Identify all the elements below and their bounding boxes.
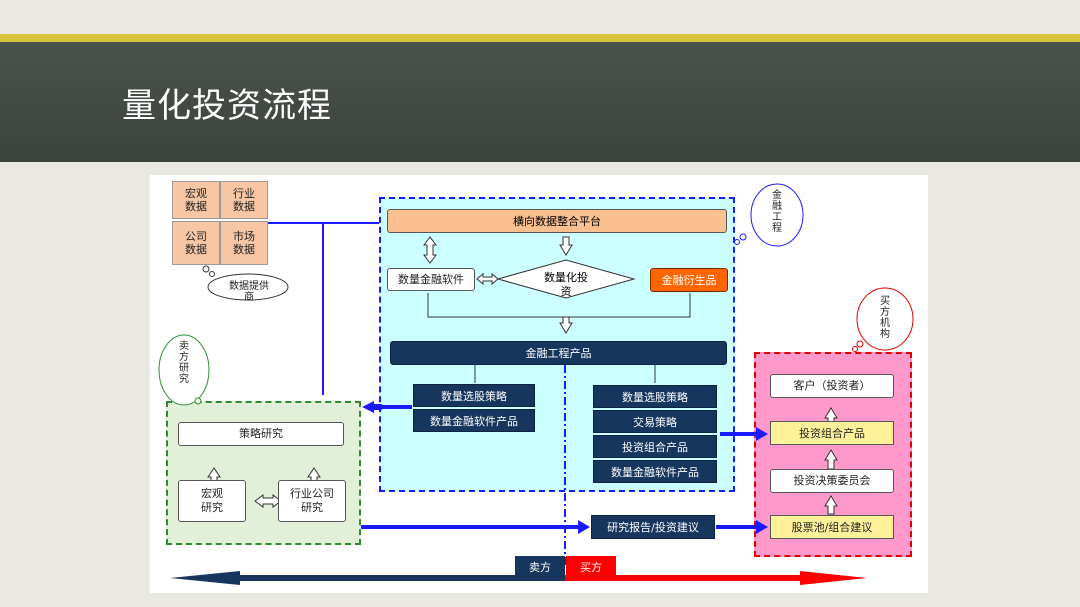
platform-software-arrow xyxy=(423,236,437,264)
to-portfolio-arrow xyxy=(756,427,768,441)
market-data-cell: 市场 数据 xyxy=(220,221,268,265)
platform-quant-arrow xyxy=(559,236,573,256)
software-quant-arrow xyxy=(476,272,499,286)
fe-products-bar: 金融工程产品 xyxy=(390,341,727,365)
data-provider-label: 数据提供 商 xyxy=(229,281,269,303)
quant-invest-label: 数量化投 资 xyxy=(544,271,588,298)
macro-research-box: 宏观 研究 xyxy=(178,480,246,522)
slide-title: 量化投资流程 xyxy=(122,86,332,126)
stock-pool-box: 股票池/组合建议 xyxy=(770,515,894,539)
right-portfolio-product: 投资组合产品 xyxy=(593,435,717,458)
macro-data-cell: 宏观 数据 xyxy=(172,181,220,219)
buy-side-tag: 买方 xyxy=(566,556,616,578)
strategy-research-box: 策略研究 xyxy=(178,422,344,446)
industry-data-cell: 行业 数据 xyxy=(220,181,268,219)
portfolio-product-box: 投资组合产品 xyxy=(770,421,894,445)
right-software-product: 数量金融软件产品 xyxy=(593,460,717,483)
left-software-product: 数量金融软件产品 xyxy=(413,409,535,432)
data-provider-cloud xyxy=(202,265,289,301)
title-band xyxy=(0,42,1080,162)
pool-up-arrow xyxy=(824,495,838,515)
client-box: 客户（投资者） xyxy=(770,374,894,398)
fe-cloud-label: 金 融 工 程 xyxy=(772,190,782,234)
software-box: 数量金融软件 xyxy=(387,268,475,291)
left-stock-strategy: 数量选股策略 xyxy=(413,384,535,407)
sell-side-tag: 卖方 xyxy=(515,556,565,578)
buy-cloud-label: 买 方 机 构 xyxy=(880,296,890,340)
buy-direction-arrow xyxy=(565,571,867,585)
research-report-box: 研究报告/投资建议 xyxy=(591,515,715,539)
company-data-cell: 公司 数据 xyxy=(172,221,220,265)
sell-cloud xyxy=(158,334,210,406)
to-sellside-arrow xyxy=(362,401,382,413)
platform-label: 横向数据整合平台 xyxy=(513,215,601,228)
platform-box: 横向数据整合平台 xyxy=(387,209,727,233)
industry-research-box: 行业公司 研究 xyxy=(278,480,346,522)
title-accent-bar xyxy=(0,34,1080,42)
right-stock-strategy: 数量选股策略 xyxy=(593,385,717,408)
quant-invest-diamond xyxy=(496,259,636,299)
to-pool-arrow xyxy=(756,520,768,534)
right-trade-strategy: 交易策略 xyxy=(593,410,717,433)
to-report-arrow xyxy=(578,520,590,534)
committee-up-arrow xyxy=(824,449,838,470)
sell-direction-arrow xyxy=(170,571,565,585)
sell-cloud-label: 卖 方 研 究 xyxy=(179,341,189,385)
to-fe-products-arrow xyxy=(559,316,573,334)
derivatives-box: 金融衍生品 xyxy=(650,268,728,292)
buy-cloud xyxy=(852,287,914,352)
committee-box: 投资决策委员会 xyxy=(770,469,894,493)
merge-bracket xyxy=(427,293,691,318)
fe-cloud xyxy=(734,183,804,247)
diagram-canvas: 宏观 数据 行业 数据 公司 数据 市场 数据 数据提供 商 横向数据整合平台 … xyxy=(150,175,928,593)
